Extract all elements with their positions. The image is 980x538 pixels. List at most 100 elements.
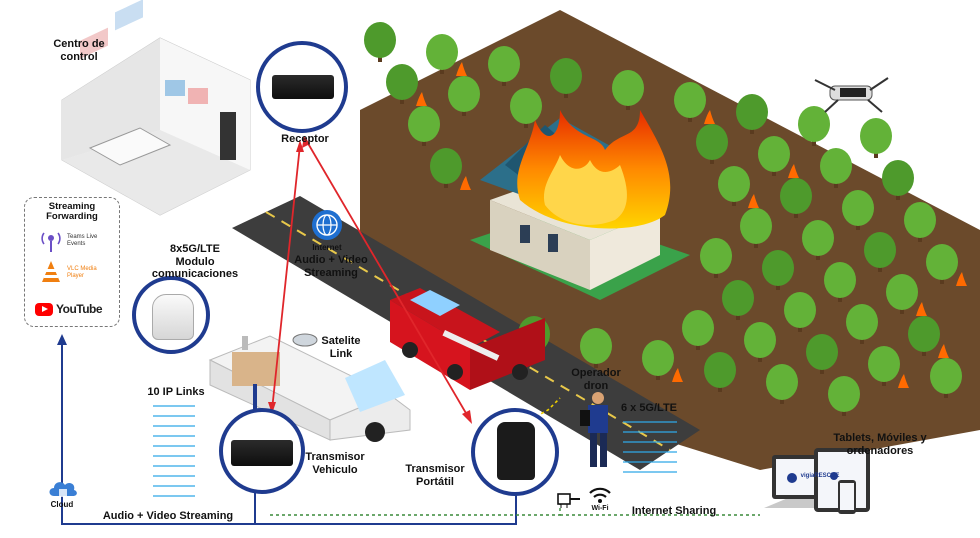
tree-crown (740, 208, 772, 244)
tree-crown (488, 46, 520, 82)
portable-transmitter-circle (471, 408, 559, 496)
ground-fire (748, 194, 759, 208)
tree-crown (784, 292, 816, 328)
streaming-forwarding-title: Streaming Forwarding (46, 201, 98, 223)
satellite-van (208, 333, 411, 442)
vehicle-transmitter-device-icon (231, 440, 293, 466)
tree-crown (758, 136, 790, 172)
tree-crown (642, 340, 674, 376)
control-room (61, 0, 251, 216)
5g-links-label: 6 x 5G/LTE (620, 402, 678, 414)
ground-fire (938, 344, 949, 358)
receptor-circle (256, 41, 348, 133)
tree-crown (930, 358, 962, 394)
tree-crown (696, 124, 728, 160)
tree-crown (448, 76, 480, 112)
devices-label: Tablets, Móviles y ordenadores (833, 432, 927, 457)
ground-fire (416, 92, 427, 106)
teams-broadcast-icon (39, 230, 63, 252)
ground-fires (416, 62, 967, 388)
ground-fire (704, 110, 715, 124)
tree-crown (820, 148, 852, 184)
tree-crown (744, 322, 776, 358)
tree-crown (908, 316, 940, 352)
tree-crown (926, 244, 958, 280)
drone-operator-label: Operador dron (571, 367, 621, 392)
module-circle (132, 276, 210, 354)
vehicle-transmitter-circle (219, 408, 305, 494)
tree-crown (736, 94, 768, 130)
tree-crown (762, 250, 794, 286)
tree-crown (510, 88, 542, 124)
tree-crown (704, 352, 736, 388)
ip-links-bundle (150, 402, 198, 503)
tree-crown (846, 304, 878, 340)
teams-label: Teams Live Events (67, 234, 98, 247)
internet-sharing-label: Internet Sharing (631, 505, 717, 517)
internet-label: Internet (312, 243, 342, 252)
5g-links-arrows (623, 421, 677, 473)
ground-fire (672, 368, 683, 382)
fire-truck (390, 288, 545, 390)
drone-operator (580, 392, 608, 467)
tree-crown (364, 22, 396, 58)
ip-links-arrows (153, 405, 195, 497)
tree-crown (722, 280, 754, 316)
youtube-play-icon (35, 303, 53, 316)
end-user-devices (764, 448, 870, 514)
screen-brand-label: vigiaRESCUE (800, 473, 840, 479)
ground-fire (788, 164, 799, 178)
tree-crown (864, 232, 896, 268)
globe-icon (312, 210, 342, 240)
tree-crown (700, 238, 732, 274)
receptor-device-icon (272, 75, 334, 99)
ground-fire (956, 272, 967, 286)
control-center-label: Centro de control (53, 38, 105, 63)
tree-crown (882, 160, 914, 196)
tree-crown (386, 64, 418, 100)
tree-crown (550, 58, 582, 94)
vlc-cone-icon (39, 260, 63, 284)
vlc-label: VLC Media Player (67, 266, 97, 279)
tree-crown (674, 82, 706, 118)
ground-fire (456, 62, 467, 76)
red-signal-arrows (268, 136, 472, 424)
ground-fire (460, 176, 471, 190)
backpack-icon (497, 422, 535, 480)
wifi-icon (588, 486, 612, 504)
tree-crown (408, 106, 440, 142)
module-dome-icon (152, 294, 194, 340)
ethernet-icon (556, 488, 582, 510)
youtube-label: YouTube (56, 302, 103, 316)
tree-crown (682, 310, 714, 346)
tree-crown (904, 202, 936, 238)
module-label: 8x5G/LTE Modulo comunicaciones (151, 243, 239, 281)
tree-crown (828, 376, 860, 412)
tree-crown (780, 178, 812, 214)
5g-links-bundle (620, 418, 680, 479)
forest-trees (364, 22, 962, 416)
cloud-icon (48, 478, 78, 500)
youtube-logo: YouTube (35, 302, 111, 318)
receptor-label: Receptor (281, 133, 329, 145)
tree-crown (580, 328, 612, 364)
tree-crown (612, 70, 644, 106)
drone (814, 77, 889, 113)
ip-links-label: 10 IP Links (147, 386, 205, 398)
wifi-label: Wi-Fi (591, 505, 609, 512)
tree-crown (886, 274, 918, 310)
tree-crown (718, 166, 750, 202)
tree-crown (766, 364, 798, 400)
tree-crown (798, 106, 830, 142)
av-streaming-top-label: Audio + Video Streaming (294, 254, 368, 279)
vehicle-transmitter-label: Transmisor Vehiculo (305, 451, 365, 476)
tree-crown (842, 190, 874, 226)
cloud-label: Cloud (50, 500, 74, 509)
tree-crown (824, 262, 856, 298)
ground-fire (916, 302, 927, 316)
portable-transmitter-label: Transmisor Portátil (405, 463, 465, 488)
av-streaming-bottom-label: Audio + Video Streaming (102, 510, 234, 522)
tree-crown (806, 334, 838, 370)
tree-crown (802, 220, 834, 256)
